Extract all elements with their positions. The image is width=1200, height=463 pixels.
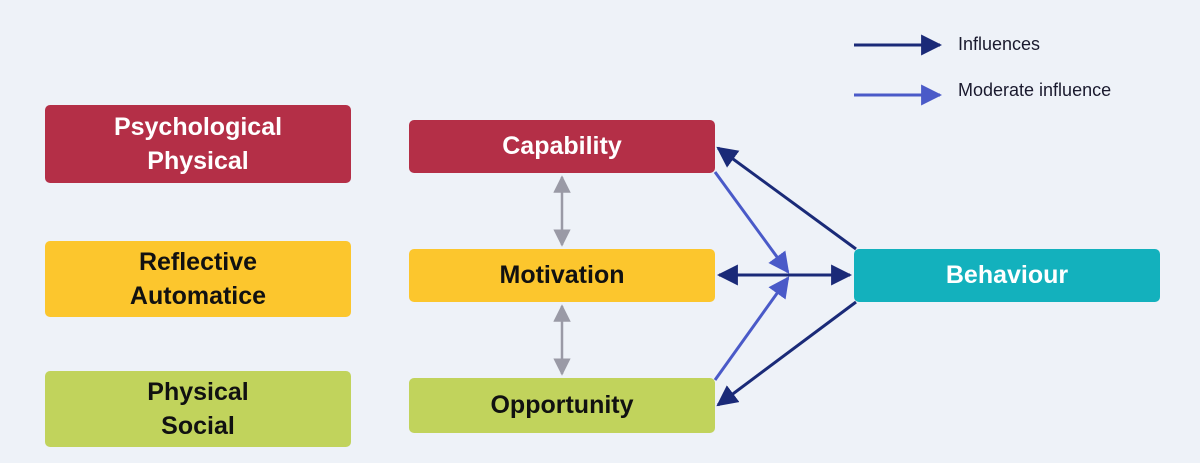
behaviour-to-capability-arrow	[716, 146, 857, 251]
motivation-box: Motivation	[409, 249, 715, 302]
opportunity-box: Opportunity	[409, 378, 715, 433]
motivation-component-1: Reflective	[138, 248, 258, 276]
capability-components-box: Psychological Physical	[45, 105, 351, 183]
opportunity-components-box: Physical Social	[45, 371, 351, 447]
opportunity-component-1: Physical	[147, 378, 249, 406]
capability-label: Capability	[502, 132, 622, 160]
opportunity-label: Opportunity	[490, 391, 634, 419]
motivation-component-2: Automatice	[129, 282, 267, 310]
motivation-label: Motivation	[499, 261, 625, 289]
capability-component-1: Psychological	[113, 113, 283, 141]
behaviour-box: Behaviour	[854, 249, 1160, 302]
legend-influences-label: Influences	[958, 34, 1041, 54]
behaviour-to-opportunity-arrow	[716, 300, 857, 407]
capability-moderate-arrow	[713, 171, 790, 274]
opportunity-moderate-arrow	[713, 276, 790, 381]
legend-moderate-label: Moderate influence	[958, 80, 1112, 100]
capability-box: Capability	[409, 120, 715, 173]
opportunity-component-2: Social	[161, 412, 235, 440]
motivation-components-box: Reflective Automatice	[45, 241, 351, 317]
behaviour-label: Behaviour	[945, 261, 1069, 289]
capability-component-2: Physical	[147, 147, 249, 175]
